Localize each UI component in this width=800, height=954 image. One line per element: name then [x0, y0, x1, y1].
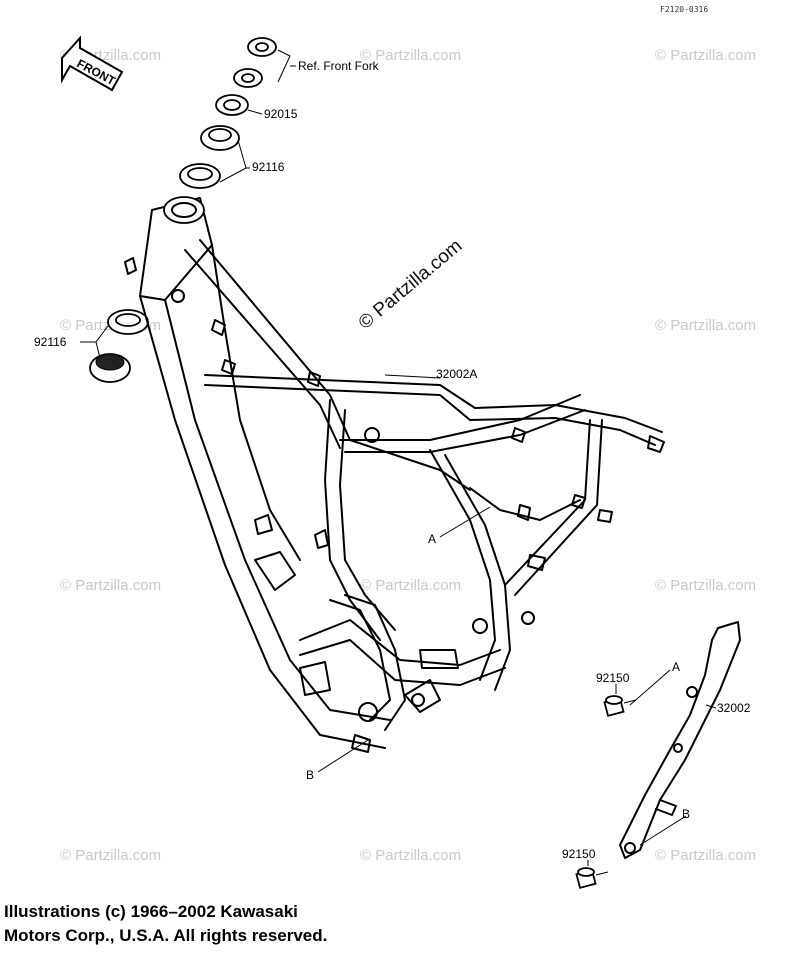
- bolt-92150-bottom: [575, 867, 609, 889]
- label-92116-left: 92116: [34, 335, 67, 349]
- label-32002: 32002: [717, 701, 751, 715]
- leader-a-rail: [629, 669, 671, 706]
- watermark-center: © Partzilla.com: [355, 235, 467, 333]
- leader-b-rail: [639, 815, 687, 846]
- bolt-92150-top: [603, 695, 637, 717]
- label-32002A: 32002A: [436, 367, 477, 381]
- label-92150-top: 92150: [596, 671, 630, 685]
- copyright-notice: Illustrations (c) 1966–2002 Kawasaki Mot…: [4, 900, 327, 948]
- diagram-code: F2120-0316: [660, 5, 708, 14]
- watermark-text: © Partzilla.com: [360, 847, 461, 864]
- watermark-text: © Partzilla.com: [60, 847, 161, 864]
- copyright-line-1: Illustrations (c) 1966–2002 Kawasaki: [4, 902, 298, 921]
- label-ref-a-frame: A: [428, 532, 436, 546]
- leader-b-frame: [317, 739, 369, 773]
- label-92015: 92015: [264, 107, 298, 121]
- watermark-text: © Partzilla.com: [360, 577, 461, 594]
- lower-bearing-parts: [80, 309, 149, 383]
- watermark-text: © Partzilla.com: [60, 577, 161, 594]
- label-ref-front-fork: Ref. Front Fork: [298, 59, 380, 73]
- watermark-text: © Partzilla.com: [360, 47, 461, 64]
- label-92150-bottom: 92150: [562, 847, 596, 861]
- watermark-text: © Partzilla.com: [655, 317, 756, 334]
- label-ref-b-rail: B: [682, 807, 690, 821]
- main-frame: [124, 196, 665, 753]
- leader-lines-top: [219, 49, 296, 183]
- watermark-layer: © Partzilla.com © Partzilla.com © Partzi…: [60, 47, 756, 864]
- steering-bearing-stack: [179, 37, 277, 189]
- copyright-line-2: Motors Corp., U.S.A. All rights reserved…: [4, 926, 328, 945]
- leader-32002A: [384, 374, 441, 379]
- front-arrow-icon: FRONT: [61, 35, 124, 92]
- removable-rail-32002: [619, 621, 741, 859]
- watermark-text: © Partzilla.com: [655, 577, 756, 594]
- label-ref-b-frame: B: [306, 768, 314, 782]
- leader-32002: [705, 704, 717, 709]
- leader-a-frame: [439, 506, 491, 538]
- watermark-text: © Partzilla.com: [655, 47, 756, 64]
- watermark-text: © Partzilla.com: [655, 847, 756, 864]
- label-92116-top: 92116: [252, 160, 285, 174]
- label-ref-a-rail: A: [672, 660, 680, 674]
